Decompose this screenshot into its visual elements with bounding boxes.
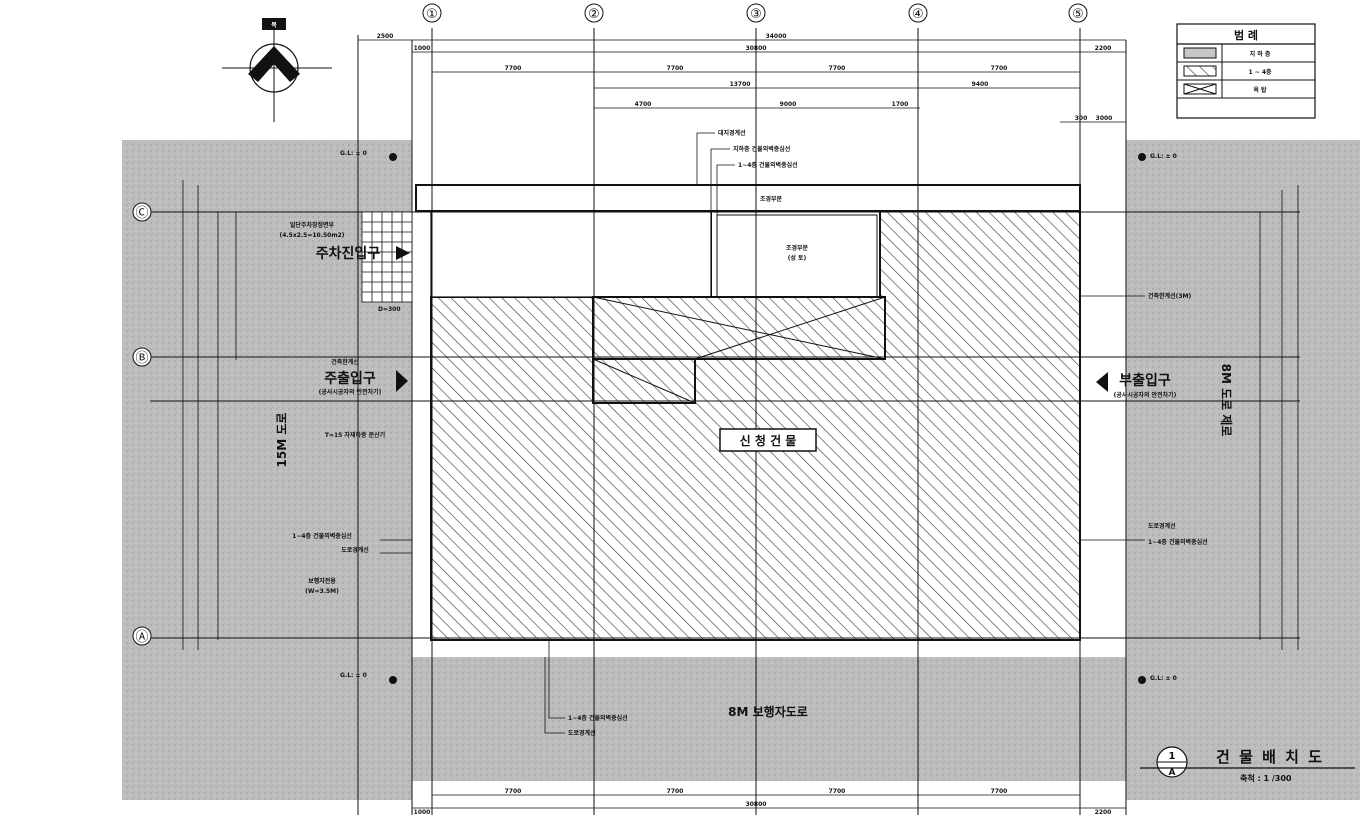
legend-title: 범 례: [1234, 28, 1258, 42]
dim-bottom-left-small: 1000: [414, 809, 431, 816]
dim-bay-2: 7700: [667, 65, 684, 72]
label-floors-wall-bottom: 1~4층 건물외벽중심선: [568, 714, 628, 722]
label-floors-wall-right: 1~4층 건물외벽중심선: [1148, 538, 1208, 546]
label-floors-wall: 1~4층 건물외벽중심선: [738, 161, 798, 169]
parking-entrance-arrow-icon: [396, 246, 410, 260]
grid-row-a: Ⓐ: [135, 630, 148, 645]
label-floors-wall-left: 1~4층 건물외벽중심선: [292, 532, 352, 540]
label-road-bottom: 8M 보행자도로: [728, 704, 808, 719]
landscape-center-box: [710, 210, 881, 298]
label-main-entrance: 주출입구: [324, 370, 376, 387]
dim-1700: 1700: [892, 101, 909, 108]
label-road-line-right: 도로경계선: [1148, 522, 1176, 530]
label-road-left: 15M 도로: [275, 413, 289, 468]
dim-3000: 3000: [1096, 115, 1113, 122]
label-road-right: 8M 도로 제로: [1219, 364, 1233, 437]
dim-right-small: 2200: [1095, 45, 1112, 52]
legend-item-rooftop: 옥 탑: [1253, 86, 1267, 94]
label-road-line-bottom: 도로경계선: [568, 729, 596, 737]
north-arrow: [222, 18, 332, 122]
label-road-line-left: 도로경계선: [341, 546, 369, 554]
grid-col-1: ①: [426, 7, 438, 22]
dim-overall: 34000: [766, 33, 787, 40]
building-label-box: [719, 428, 817, 452]
label-building-line-right: 건축한계선(3M): [1148, 292, 1191, 300]
sub-entrance-arrow-icon: [1096, 372, 1108, 392]
label-sub-entrance: 부출입구: [1119, 372, 1171, 389]
gl-markers: [389, 153, 1146, 684]
main-entrance-arrow-icon: [396, 370, 408, 392]
grid-col-4: ④: [912, 7, 924, 22]
grid-columns: [357, 28, 1127, 815]
grid-col-5: ⑤: [1072, 7, 1084, 22]
dim-bottom-bay-4: 7700: [991, 788, 1008, 795]
label-building: 신 청 건 물: [740, 433, 797, 448]
dim-inner-total: 30800: [746, 45, 767, 52]
legend-item-basement: 지 하 층: [1250, 50, 1271, 58]
grid-col-3: ③: [750, 7, 762, 22]
road-right: [1126, 140, 1360, 800]
north-label: 북: [271, 21, 277, 29]
dim-bottom-bay-1: 7700: [505, 788, 522, 795]
label-sidewalk-left: 보행자전용: [308, 577, 336, 585]
dim-bay-1: 7700: [505, 65, 522, 72]
label-gl-tr: G.L: ± 0: [1150, 153, 1177, 160]
label-landscape-center-sub: (성 토): [788, 254, 807, 262]
road-bottom: [412, 657, 1126, 781]
label-site-line: 대지경계선: [718, 129, 746, 137]
rooftop-area: [592, 296, 886, 360]
dim-4700: 4700: [635, 101, 652, 108]
legend-item-floors: 1 ~ 4층: [1248, 68, 1272, 76]
grid-col-2: ②: [588, 7, 600, 22]
dim-bottom-bay-3: 7700: [829, 788, 846, 795]
dim-9400: 9400: [972, 81, 989, 88]
dim-bottom-right-small: 2200: [1095, 809, 1112, 816]
legend-swatch-floors: [1183, 65, 1217, 77]
drawing-title: 건 물 배 치 도: [1216, 748, 1324, 766]
label-parking-entrance: 주차진입구: [316, 245, 381, 262]
label-parking-area: (4.5x2.5=10.50m2): [279, 232, 344, 239]
dimension-lines-side: [182, 180, 1299, 650]
landscape-strip-top: [415, 184, 1081, 212]
rooftop-small: [592, 358, 696, 404]
upper-left-void: [430, 210, 712, 298]
label-t15: T=15 자재하중 분산기: [325, 431, 385, 439]
dim-bay-4: 7700: [991, 65, 1008, 72]
label-building-line-left: 건축한계선: [331, 358, 359, 366]
dim-bay-3: 7700: [829, 65, 846, 72]
label-gl-tl: G.L: ± 0: [340, 150, 367, 157]
grid-row-bubbles: [132, 202, 152, 646]
grid-row-b: Ⓑ: [135, 351, 148, 366]
drawing-scale: 축척 : 1 /300: [1240, 773, 1292, 783]
leader-lines: [380, 132, 1145, 734]
dimension-lines-top: [358, 39, 1126, 123]
grid-rows: [150, 211, 1300, 639]
dim-bottom-inner-total: 30800: [746, 801, 767, 808]
dim-300: 300: [1075, 115, 1088, 122]
label-landscape-top: 조경부분: [760, 195, 783, 203]
drawing-number: 1: [1169, 751, 1176, 762]
label-main-entrance-sub: (공사시공자의 안전차기): [319, 388, 382, 396]
label-sub-entrance-sub: (공사시공자의 안전차기): [1114, 391, 1177, 399]
dim-left-offset: 2500: [377, 33, 394, 40]
legend-swatch-basement: [1183, 47, 1217, 59]
dimension-lines-bottom: [412, 794, 1126, 809]
legend: [1176, 23, 1316, 119]
grid-column-bubbles: [422, 3, 1088, 23]
label-parking-space: 일단주차장정면부: [290, 221, 335, 229]
dim-13700: 13700: [730, 81, 751, 88]
label-gl-bl: G.L: ± 0: [340, 672, 367, 679]
grid-row-c: Ⓒ: [135, 206, 148, 221]
label-basement-wall: 지하층 건물외벽중심선: [733, 145, 790, 153]
label-landscape-center: 조경부분: [786, 244, 809, 252]
dim-9000: 9000: [780, 101, 797, 108]
drawing-sub: A: [1169, 768, 1176, 778]
title-block: [1140, 746, 1355, 778]
label-sidewalk-left-sub: (W=3.5M): [305, 588, 339, 595]
dim-bottom-bay-2: 7700: [667, 788, 684, 795]
dim-left-small: 1000: [414, 45, 431, 52]
label-gl-br: G.L: ± 0: [1150, 675, 1177, 682]
label-d300: D=300: [378, 306, 401, 313]
